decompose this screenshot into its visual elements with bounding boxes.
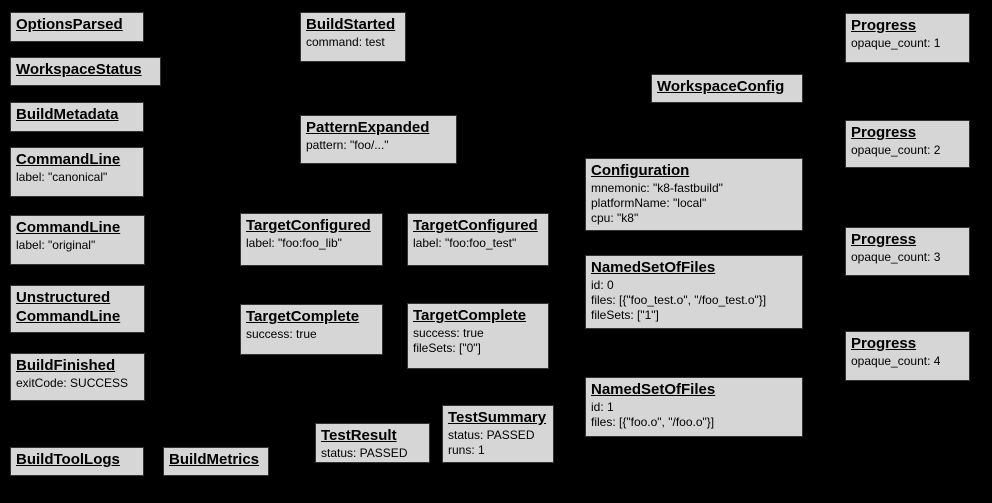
node-namedsetoffiles-0: NamedSetOfFiles id: 0 files: [{"foo_test… bbox=[585, 255, 803, 329]
node-title: BuildMetrics bbox=[169, 451, 260, 468]
node-title: BuildToolLogs bbox=[16, 451, 120, 468]
node-title: PatternExpanded bbox=[306, 119, 430, 136]
node-title: TestSummary bbox=[448, 409, 547, 426]
node-field: id: 0 bbox=[591, 277, 614, 292]
node-field: success: true bbox=[413, 325, 484, 340]
node-title: Progress bbox=[851, 17, 917, 34]
node-field: exitCode: SUCCESS bbox=[16, 375, 129, 390]
node-title-line2: CommandLine bbox=[16, 307, 121, 325]
node-field: label: "foo:foo_lib" bbox=[246, 235, 342, 250]
node-workspaceconfig: WorkspaceConfig bbox=[651, 74, 803, 103]
node-title: Progress bbox=[851, 124, 917, 141]
node-field: label: "canonical" bbox=[16, 169, 108, 184]
node-field: files: [{"foo_test.o", "/foo_test.o"}] bbox=[591, 293, 767, 308]
node-buildtoollogs: BuildToolLogs bbox=[10, 447, 144, 476]
node-title: Configuration bbox=[591, 162, 690, 179]
node-title: TestResult bbox=[321, 427, 397, 444]
node-title: CommandLine bbox=[16, 219, 121, 236]
node-field: opaque_count: 4 bbox=[851, 353, 941, 368]
node-title: Unstructured bbox=[16, 289, 111, 306]
node-field: pattern: "foo/..." bbox=[306, 137, 389, 152]
node-buildmetadata: BuildMetadata bbox=[10, 102, 144, 132]
node-field: label: "original" bbox=[16, 237, 96, 252]
node-field: cpu: "k8" bbox=[591, 211, 639, 226]
node-title: TargetConfigured bbox=[246, 217, 371, 234]
node-title: WorkspaceConfig bbox=[657, 78, 785, 95]
node-field: files: [{"foo.o", "/foo.o"}] bbox=[591, 415, 715, 430]
node-progress-3: Progress opaque_count: 3 bbox=[845, 227, 970, 276]
node-buildmetrics: BuildMetrics bbox=[163, 447, 269, 476]
node-title: BuildMetadata bbox=[16, 106, 119, 123]
node-title: BuildStarted bbox=[306, 16, 396, 33]
node-unstructuredcommandline: Unstructured CommandLine bbox=[10, 285, 145, 333]
node-field: id: 1 bbox=[591, 399, 614, 414]
node-buildfinished: BuildFinished exitCode: SUCCESS bbox=[10, 353, 145, 401]
node-progress-2: Progress opaque_count: 2 bbox=[845, 120, 970, 168]
node-targetconfigured-foo-lib: TargetConfigured label: "foo:foo_lib" bbox=[240, 213, 383, 266]
node-title: OptionsParsed bbox=[16, 16, 123, 33]
node-field: platformName: "local" bbox=[591, 196, 707, 211]
node-progress-4: Progress opaque_count: 4 bbox=[845, 331, 970, 381]
node-patternexpanded: PatternExpanded pattern: "foo/..." bbox=[300, 115, 457, 164]
node-optionsparsed: OptionsParsed bbox=[10, 12, 144, 42]
node-title: TargetConfigured bbox=[413, 217, 538, 234]
node-targetconfigured-foo-test: TargetConfigured label: "foo:foo_test" bbox=[407, 213, 549, 266]
node-field: status: PASSED bbox=[448, 427, 535, 442]
node-field: label: "foo:foo_test" bbox=[413, 235, 517, 250]
node-field: opaque_count: 3 bbox=[851, 249, 941, 264]
node-field: command: test bbox=[306, 34, 385, 49]
node-field: fileSets: ["0"] bbox=[413, 341, 481, 356]
node-field: mnemonic: "k8-fastbuild" bbox=[591, 180, 723, 195]
node-field: runs: 1 bbox=[448, 443, 485, 458]
node-commandline-original: CommandLine label: "original" bbox=[10, 215, 145, 265]
node-title: TargetComplete bbox=[246, 308, 360, 325]
node-field: opaque_count: 1 bbox=[851, 35, 941, 50]
node-title: NamedSetOfFiles bbox=[591, 259, 716, 276]
node-progress-1: Progress opaque_count: 1 bbox=[845, 13, 970, 63]
node-title: Progress bbox=[851, 231, 917, 248]
node-buildstarted: BuildStarted command: test bbox=[300, 12, 406, 62]
node-title: BuildFinished bbox=[16, 357, 116, 374]
node-field: success: true bbox=[246, 326, 317, 341]
node-configuration: Configuration mnemonic: "k8-fastbuild" p… bbox=[585, 158, 803, 231]
node-testresult: TestResult status: PASSED bbox=[315, 423, 430, 463]
node-targetcomplete-foo-test: TargetComplete success: true fileSets: [… bbox=[407, 303, 549, 369]
node-targetcomplete-foo-lib: TargetComplete success: true bbox=[240, 304, 383, 355]
node-workspacestatus: WorkspaceStatus bbox=[10, 57, 161, 86]
node-title: CommandLine bbox=[16, 151, 121, 168]
node-namedsetoffiles-1: NamedSetOfFiles id: 1 files: [{"foo.o", … bbox=[585, 377, 803, 437]
node-title: NamedSetOfFiles bbox=[591, 381, 716, 398]
node-testsummary: TestSummary status: PASSED runs: 1 bbox=[442, 405, 554, 463]
node-field: opaque_count: 2 bbox=[851, 142, 941, 157]
node-field: status: PASSED bbox=[321, 445, 408, 460]
node-title: WorkspaceStatus bbox=[16, 61, 142, 78]
node-title: TargetComplete bbox=[413, 307, 527, 324]
node-title: Progress bbox=[851, 335, 917, 352]
node-commandline-canonical: CommandLine label: "canonical" bbox=[10, 147, 144, 197]
node-field: fileSets: ["1"] bbox=[591, 308, 659, 323]
